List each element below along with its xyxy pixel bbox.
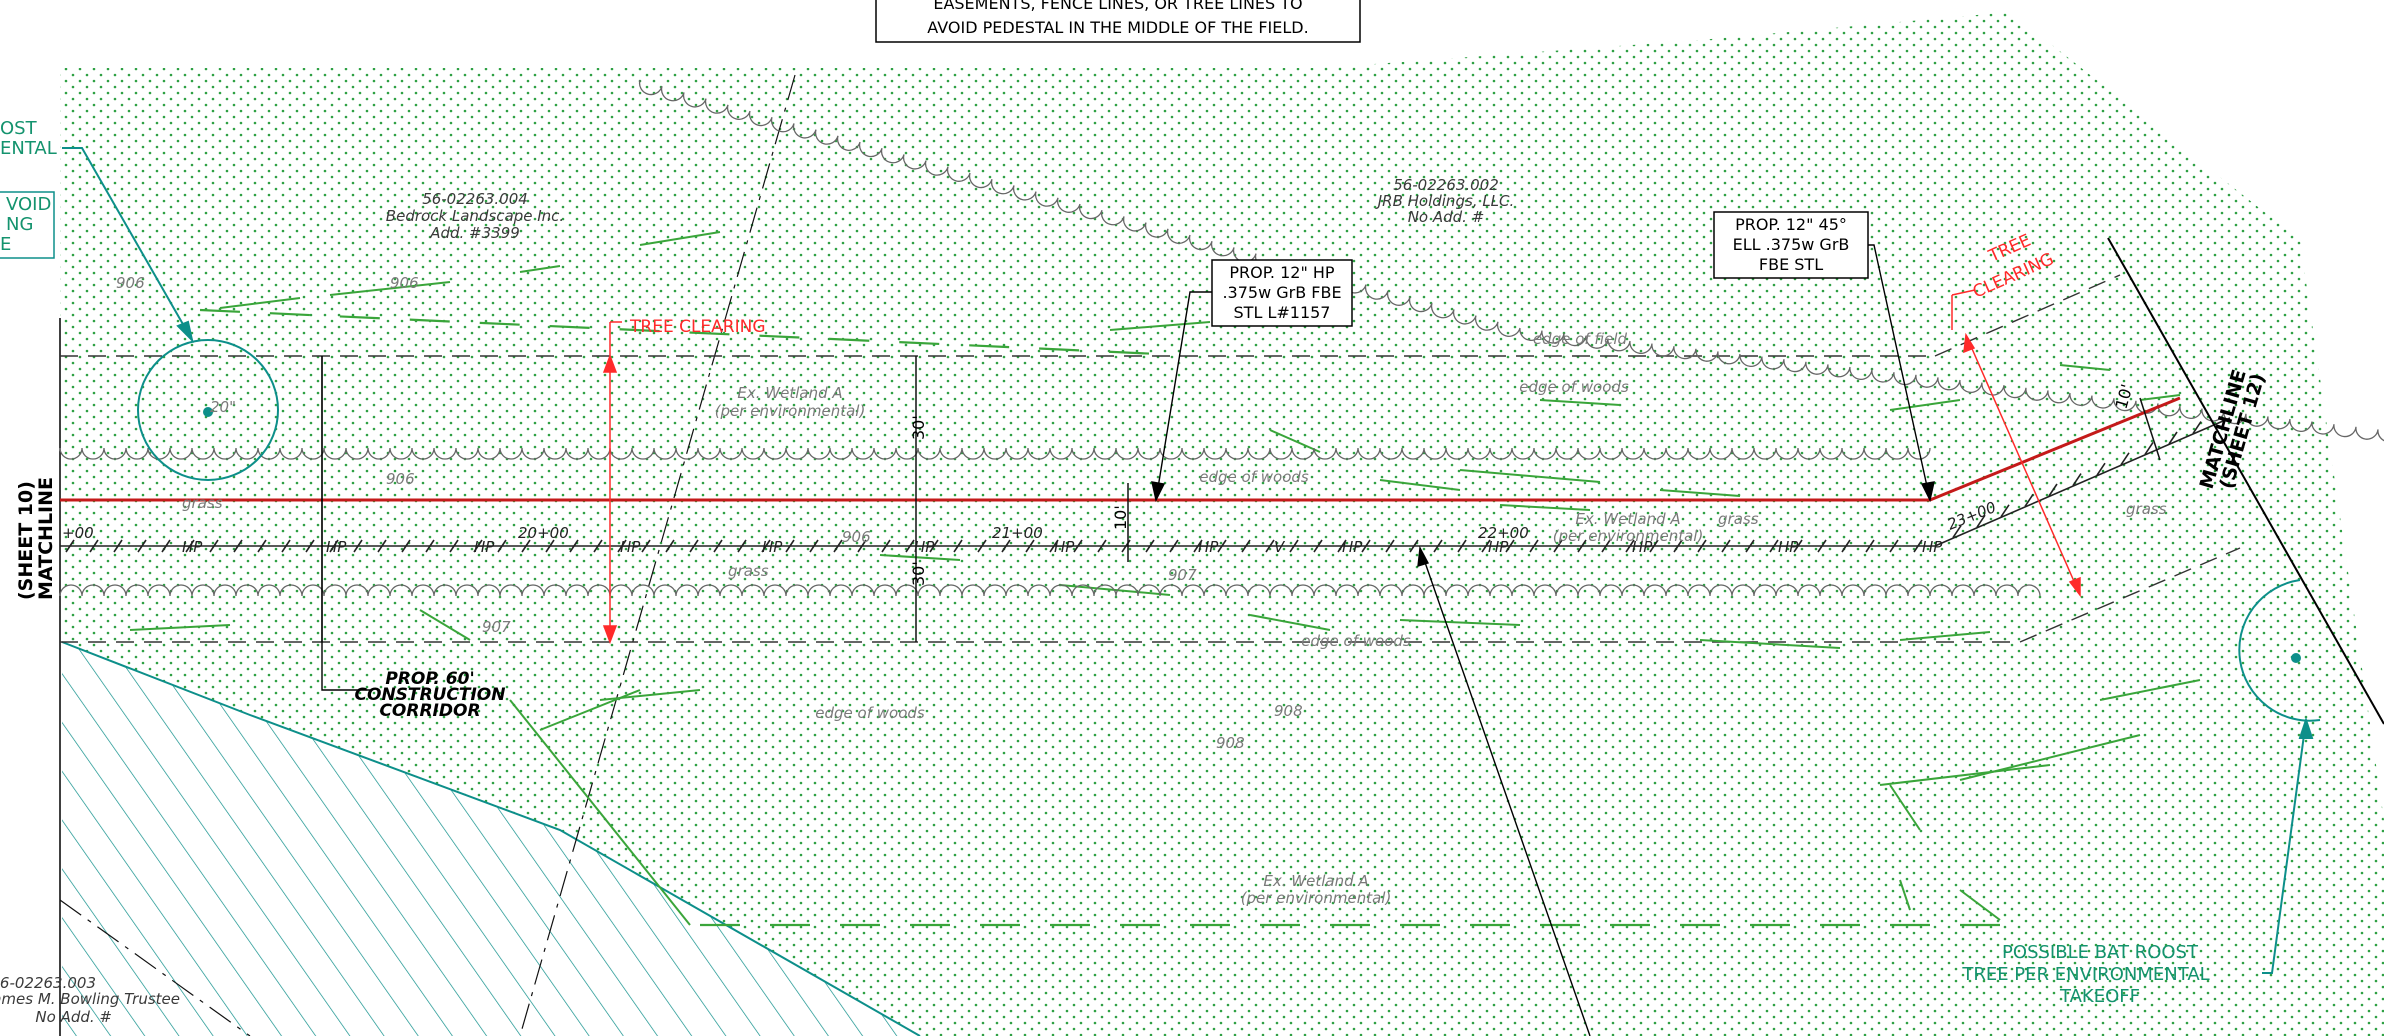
avoid-note-fragment-1: VOID xyxy=(6,194,51,215)
bat-roost-right-line3: TAKEOFF xyxy=(2059,986,2140,1007)
dimension-lower: 30' xyxy=(909,561,928,586)
dimension-offset: 10' xyxy=(1111,505,1130,530)
parcel-address-2: No Add. # xyxy=(1408,208,1485,226)
hp-pipe-callout-box xyxy=(1211,259,1353,327)
right-matchline xyxy=(2107,237,2384,725)
edge-of-field-label: edge of field xyxy=(1533,330,1628,348)
top-note-line1: EASEMENTS, FENCE LINES, OR TREE LINES TO xyxy=(933,0,1302,13)
avoid-note-fragment-2: NG xyxy=(6,214,33,235)
hp-marker: HP xyxy=(620,538,641,556)
hatched-parcel-region xyxy=(61,641,921,1036)
top-note-line2: AVOID PEDESTAL IN THE MIDDLE OF THE FIEL… xyxy=(927,18,1308,37)
avoid-note-fragment-3: E xyxy=(0,234,11,255)
tree-clearing-arrows xyxy=(602,289,2081,645)
wetland-label-3: Ex. Wetland A xyxy=(1263,872,1368,890)
contour-label-4: 906 xyxy=(842,528,871,546)
tree-size-label: 20" xyxy=(210,398,236,416)
v-marker: V xyxy=(1274,538,1286,556)
parcel-owner-2: JRB Holdings, LLC. xyxy=(1375,192,1515,210)
parcel-id-2: 56-02263.002 xyxy=(1393,176,1499,194)
pipeline-centerline xyxy=(60,417,2231,553)
ell-callout-line1: PROP. 12" 45° xyxy=(1735,215,1847,234)
grass-label-3: grass xyxy=(1718,510,1759,528)
bat-roost-markers xyxy=(62,147,2321,974)
bat-roost-right-line1: POSSIBLE BAT ROOST xyxy=(2002,942,2199,963)
hp-marker: HP xyxy=(474,538,495,556)
contour-label-1: 906 xyxy=(116,274,145,292)
grass-label-2: grass xyxy=(728,562,769,580)
grass-label-4: grass xyxy=(2126,500,2167,518)
corridor-label-line2: CONSTRUCTION xyxy=(355,685,506,705)
ell-callout-line3: FBE STL xyxy=(1759,255,1823,274)
parcel-id-1: 56-02263.004 xyxy=(422,190,528,208)
corridor-label-line3: CORRIDOR xyxy=(379,701,480,721)
contour-label-8: 908 xyxy=(1216,734,1245,752)
parcel-owner-1: Bedrock Landscape Inc. xyxy=(386,207,564,225)
hp-marker: HP xyxy=(1632,538,1653,556)
parcel-boundary-lines xyxy=(59,74,796,1036)
hp-marker: HP xyxy=(1054,538,1075,556)
left-matchline-label-2: MATCHLINE xyxy=(35,477,57,600)
hp-pipe-callout-line2: .375w GrB FBE xyxy=(1222,283,1341,302)
hp-marker: HP xyxy=(1342,538,1363,556)
ell-callout-line2: ELL .375w GrB xyxy=(1733,235,1850,254)
hp-marker: HP xyxy=(1488,538,1509,556)
contour-label-2: 906 xyxy=(390,274,419,292)
parcel-id-3: 56-02263.003 xyxy=(0,974,96,992)
proposed-pipe-line xyxy=(60,396,2181,502)
top-note-box xyxy=(875,0,1361,43)
parcel-address-3: No Add. # xyxy=(35,1008,112,1026)
corridor-label-line1: PROP. 60' xyxy=(385,669,474,689)
wetland-note-3: (per environmental) xyxy=(1241,889,1392,907)
hp-marker: HP xyxy=(1198,538,1219,556)
tree-clearing-left-label: TREE CLEARING xyxy=(629,317,766,337)
edge-of-woods-label-3: edge of woods xyxy=(1301,632,1411,650)
wetland-note-2: (per environmental) xyxy=(1553,527,1704,545)
hp-marker: HP xyxy=(762,538,783,556)
bat-roost-left-fragment-2: ENTAL xyxy=(0,138,57,159)
edge-of-woods-label-2: edge of woods xyxy=(1199,468,1309,486)
hp-marker: HP xyxy=(1922,538,1943,556)
station-label-3: 22+00 xyxy=(1478,524,1529,542)
grass-label-1: grass xyxy=(182,494,223,512)
contour-label-5: 907 xyxy=(482,618,511,636)
hp-pipe-callout-line1: PROP. 12" HP xyxy=(1229,263,1335,282)
edge-of-woods-label-1: edge of woods xyxy=(1519,378,1629,396)
bat-roost-right-line2: TREE PER ENVIRONMENTAL xyxy=(1961,964,2209,985)
contour-label-3: 906 xyxy=(386,470,415,488)
dimension-lines xyxy=(915,356,2161,642)
parcel-owner-3: ames M. Bowling Trustee xyxy=(0,990,180,1008)
contour-label-7: 908 xyxy=(1274,702,1303,720)
station-label-1: 20+00 xyxy=(518,524,569,542)
station-label-2: 21+00 xyxy=(992,524,1043,542)
hp-marker: HP xyxy=(326,538,347,556)
ell-callout-box xyxy=(1713,211,1869,279)
wetland-label-1: Ex. Wetland A xyxy=(737,384,842,402)
tree-line-scallops xyxy=(59,79,2384,597)
edge-of-woods-label-4: edge of woods xyxy=(815,704,925,722)
wetland-label-2: Ex. Wetland A xyxy=(1575,510,1680,528)
hp-marker: HP xyxy=(914,538,935,556)
dimension-upper: 30' xyxy=(909,415,928,440)
corridor-leader xyxy=(321,356,370,691)
left-matchline-label-1: (SHEET 10) xyxy=(15,481,37,600)
station-label-0: +00 xyxy=(62,524,94,542)
centerline-markers: HP HP HP HP HP HP HP HP HP HP HP HP HP V xyxy=(182,538,1943,556)
contour-label-6: 907 xyxy=(1168,566,1197,584)
hp-pipe-callout-line3: STL L#1157 xyxy=(1234,303,1331,322)
hp-marker: HP xyxy=(182,538,203,556)
hp-marker: HP xyxy=(1778,538,1799,556)
callout-leaders xyxy=(1151,244,1935,1036)
left-note-box xyxy=(0,191,55,259)
wetland-boundary-lines xyxy=(199,308,2000,927)
wetland-note-1: (per environmental) xyxy=(715,402,866,420)
parcel-address-1: Add. #3399 xyxy=(429,224,520,242)
bat-roost-left-fragment-1: OST xyxy=(0,118,38,139)
